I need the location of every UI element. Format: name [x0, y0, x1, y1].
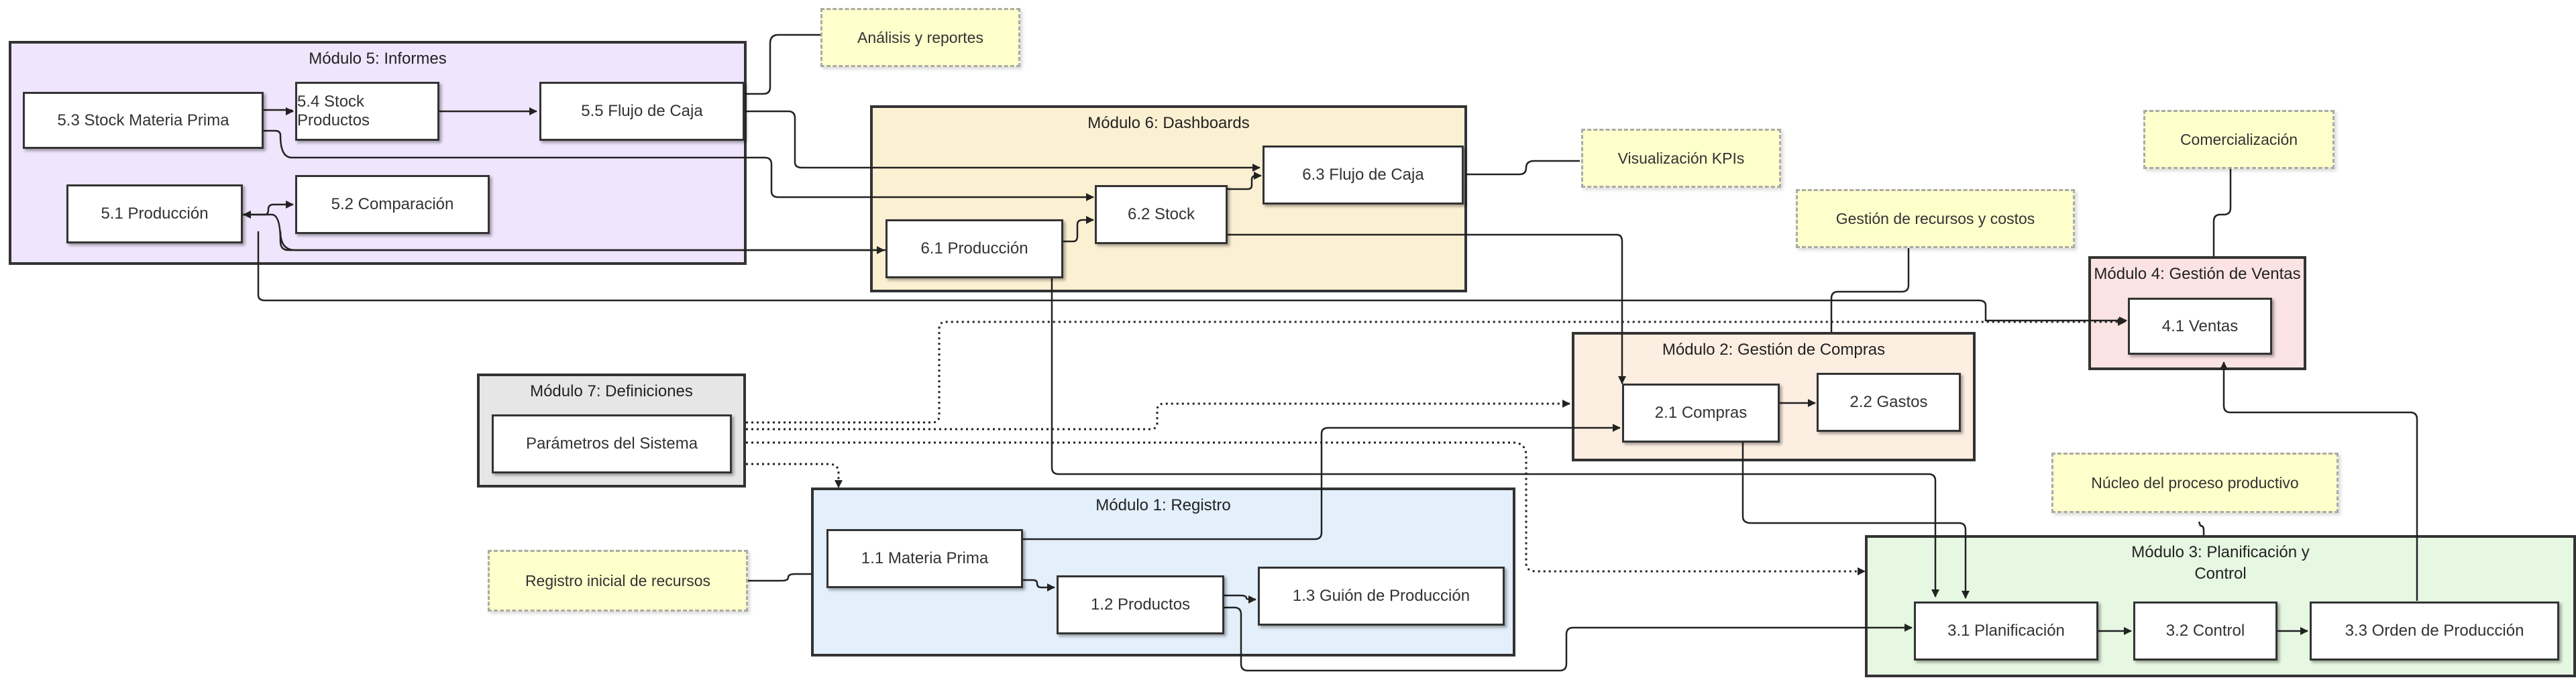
node-3-1-planificacion[interactable]: 3.1 Planificación [1914, 602, 2098, 661]
node-1-2-productos[interactable]: 1.2 Productos [1057, 575, 1224, 634]
edge-6-2-to-6-3 [1228, 172, 1262, 190]
edge-1-2-to-1-3 [1224, 594, 1256, 604]
module-2-title: Módulo 2: Gestión de Compras [1662, 341, 1886, 359]
module-7-title: Módulo 7: Definiciones [530, 382, 693, 400]
note-link-registro [748, 573, 812, 582]
node-3-2-control[interactable]: 3.2 Control [2133, 602, 2277, 661]
note-registro-inicial-de-recursos: Registro inicial de recursos [488, 550, 748, 612]
edge-5-1-to-4-1 [257, 231, 2127, 325]
module-5-title: Módulo 5: Informes [309, 50, 447, 68]
node-4-1-ventas[interactable]: 4.1 Ventas [2128, 298, 2272, 355]
edge-5-3-to-5-4 [264, 107, 294, 115]
note-analisis-y-reportes: Análisis y reportes [820, 8, 1020, 67]
note-link-dashboards [1466, 160, 1580, 176]
edge-5-3-to-6-2 [264, 129, 1094, 201]
node-5-4-stock-productos[interactable]: 5.4 Stock Productos [295, 82, 439, 141]
note-link-compras [1830, 248, 1910, 332]
module-3-title-line1: Módulo 3: Planificación y [2131, 543, 2310, 561]
node-1-3-guion-de-produccion[interactable]: 1.3 Guión de Producción [1258, 567, 1505, 626]
module-1-title: Módulo 1: Registro [1095, 496, 1231, 514]
node-7-parametros-del-sistema[interactable]: Parámetros del Sistema [492, 414, 732, 473]
module-3-title: Módulo 3: Planificación y Control [1868, 542, 2573, 585]
node-1-1-materia-prima[interactable]: 1.1 Materia Prima [826, 529, 1023, 588]
edge-5-1-to-5-2 [243, 201, 294, 216]
node-2-1-compras[interactable]: 2.1 Compras [1622, 384, 1780, 443]
edge-7-to-4-1 [746, 318, 2126, 424]
module-3-title-line2: Control [2194, 565, 2247, 583]
node-5-3-stock-materia-prima[interactable]: 5.3 Stock Materia Prima [23, 92, 264, 149]
node-6-3-flujo-de-caja[interactable]: 6.3 Flujo de Caja [1263, 146, 1464, 205]
edge-1-1-to-2-1 [1023, 424, 1621, 540]
note-link-informes [745, 34, 820, 95]
edge-5-1-to-6-1 [279, 231, 885, 254]
node-6-1-produccion[interactable]: 6.1 Producción [885, 219, 1063, 278]
edge-6-1-to-3-1 [1051, 275, 1939, 597]
edge-6-1-to-6-2 [1063, 216, 1094, 243]
node-2-2-gastos[interactable]: 2.2 Gastos [1817, 373, 1961, 432]
module-4-title: Módulo 4: Gestión de Ventas [2094, 265, 2301, 283]
edge-3-3-to-4-1 [2220, 361, 2418, 601]
edge-5-5-to-6-3 [745, 110, 1260, 172]
node-6-2-stock[interactable]: 6.2 Stock [1095, 185, 1228, 244]
node-5-1-produccion[interactable]: 5.1 Producción [66, 184, 243, 243]
edge-7-to-1 [746, 463, 843, 488]
edge-7-to-2-1 [746, 400, 1570, 431]
note-visualizacion-kpis: Visualización KPIs [1581, 129, 1781, 188]
module-6-title: Módulo 6: Dashboards [1087, 114, 1250, 132]
note-link-planificacion [2198, 521, 2205, 535]
edge-6-1-to-5-1 [243, 211, 885, 251]
edge-1-2-to-3-1 [1224, 606, 1913, 672]
edge-2-1-to-3-1 [1741, 441, 1970, 599]
note-nucleo-del-proceso-productivo: Núcleo del proceso productivo [2051, 453, 2339, 513]
node-5-5-flujo-de-caja[interactable]: 5.5 Flujo de Caja [539, 82, 745, 141]
note-gestion-de-recursos-y-costos: Gestión de recursos y costos [1796, 189, 2075, 248]
note-link-ventas [2212, 168, 2232, 256]
note-comercializacion: Comercialización [2143, 110, 2334, 169]
edge-6-2-to-2-1 [1228, 233, 1626, 384]
node-5-2-comparacion[interactable]: 5.2 Comparación [295, 175, 490, 234]
node-3-3-orden-de-produccion[interactable]: 3.3 Orden de Producción [2310, 602, 2559, 661]
edge-1-1-to-1-2 [1023, 579, 1055, 591]
